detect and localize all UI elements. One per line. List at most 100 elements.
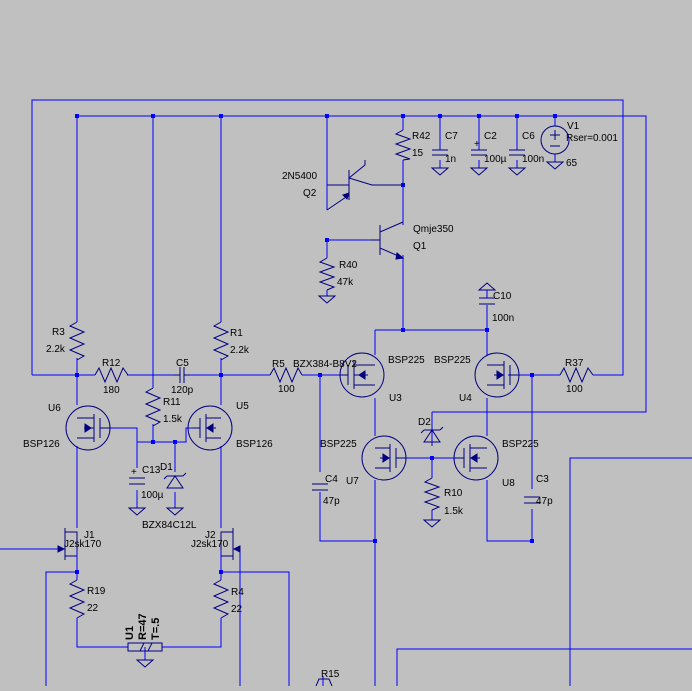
value-R4: 22 (231, 604, 243, 615)
jfet-J2 (220, 528, 241, 560)
label-C13: C13 (142, 465, 161, 476)
model-U5: BSP126 (236, 439, 273, 450)
label-U6: U6 (48, 403, 61, 414)
model-U3: BSP225 (388, 355, 425, 366)
capacitors[interactable]: + + (129, 139, 540, 504)
label-D3: BZX384-B8V2 (293, 359, 357, 370)
value-C3: 47p (536, 496, 553, 507)
resistor-R1 (212, 321, 230, 361)
jfet-J1 (57, 528, 78, 560)
capacitor-C6 (509, 149, 525, 156)
label-R37: R37 (565, 358, 584, 369)
label-R4: R4 (231, 587, 244, 598)
value-C6: 100n (522, 154, 544, 165)
label-C7: C7 (445, 131, 458, 142)
label-C4: C4 (325, 474, 338, 485)
model-U6: BSP126 (23, 439, 60, 450)
label-U7: U7 (346, 476, 359, 487)
label-C2: C2 (484, 131, 497, 142)
resistors[interactable] (68, 129, 594, 687)
thermistor-mark-2 (147, 642, 153, 652)
capacitor-C7 (432, 149, 448, 156)
capacitor-C3 (524, 496, 540, 504)
zener-D1 (163, 472, 187, 489)
label-V1: V1 (567, 121, 580, 132)
value-R19: 22 (87, 603, 99, 614)
value-R10: 1.5k (444, 506, 464, 517)
value-C2: 100µ (484, 154, 507, 165)
model-Q1: Qmje350 (413, 224, 454, 235)
label-R10: R10 (444, 488, 463, 499)
value-R11: 1.5k (163, 414, 183, 425)
value-C13: 100µ (141, 490, 164, 501)
label-R19: R19 (87, 586, 106, 597)
resistor-R3 (68, 321, 86, 361)
transistor-Q1 (370, 221, 405, 260)
transistors[interactable] (326, 160, 405, 260)
value-R12: 180 (103, 385, 120, 396)
label-U5: U5 (236, 401, 249, 412)
label-U8: U8 (502, 478, 515, 489)
resistor-R12 (94, 366, 129, 384)
label-C6: C6 (522, 131, 535, 142)
mosfet-U6 (65, 405, 111, 451)
label-R1: R1 (230, 328, 243, 339)
mosfet-U3 (339, 352, 385, 398)
diodes[interactable] (163, 426, 444, 489)
ground-symbols (127, 161, 565, 668)
resistor-R15 (315, 678, 333, 687)
capacitor-C5 (173, 367, 190, 383)
mosfet-U4 (474, 352, 520, 398)
label-R42: R42 (412, 131, 431, 142)
value-R37: 100 (566, 384, 583, 395)
resistor-R10 (423, 477, 441, 511)
value-R1: 2.2k (230, 345, 250, 356)
mosfet-U7 (361, 435, 407, 481)
model-Q2: 2N5400 (282, 171, 317, 182)
label-R12: R12 (102, 358, 121, 369)
model-U4: BSP225 (434, 355, 471, 366)
resistor-R19 (68, 579, 86, 619)
label-R11: R11 (163, 397, 181, 408)
capacitor-C13 (129, 477, 145, 485)
label-C10: C10 (493, 291, 512, 302)
label-Q2: Q2 (303, 188, 317, 199)
c13-plus: + (131, 467, 137, 478)
label-R3: R3 (52, 327, 65, 338)
label-Q1: Q1 (413, 241, 427, 252)
label-R40: R40 (339, 260, 358, 271)
value-C10: 100n (492, 313, 514, 324)
zener-D2 (420, 426, 444, 443)
resistor-R40 (318, 257, 336, 291)
value-R42: 15 (412, 148, 424, 159)
capacitor-C4 (312, 483, 328, 491)
resistor-R11 (144, 387, 162, 427)
label-D2: D2 (418, 417, 431, 428)
voltage-source-V1[interactable] (540, 125, 570, 155)
label-U1: U1 (124, 626, 136, 640)
component-labels: R3 2.2k R12 180 C5 120p R1 2.2k R5 100 B… (23, 121, 618, 680)
value-C4: 47p (323, 496, 340, 507)
capacitor-C2 (471, 149, 487, 156)
capacitor-C10 (479, 297, 495, 305)
resistor-R37 (559, 366, 594, 384)
mosfets[interactable] (65, 352, 520, 481)
label-J2: J2 (205, 530, 216, 541)
thermistor-U1 (127, 642, 163, 652)
jfets[interactable] (57, 528, 241, 560)
label-D1: D1 (160, 462, 173, 473)
value-R40: 47k (337, 277, 354, 288)
mosfet-U5 (187, 405, 233, 451)
label-U1-t: T=.5 (150, 618, 162, 640)
c2-plus: + (474, 139, 480, 150)
junction-dots (75, 114, 557, 574)
model-J2: J2sk170 (191, 539, 229, 550)
thermistor-mark (139, 642, 145, 652)
transistor-Q2 (326, 160, 403, 211)
label-U1-r: R=47 (137, 613, 149, 640)
label-U4: U4 (459, 393, 472, 404)
value-C7: 1n (445, 154, 456, 165)
value-R5: 100 (278, 384, 295, 395)
